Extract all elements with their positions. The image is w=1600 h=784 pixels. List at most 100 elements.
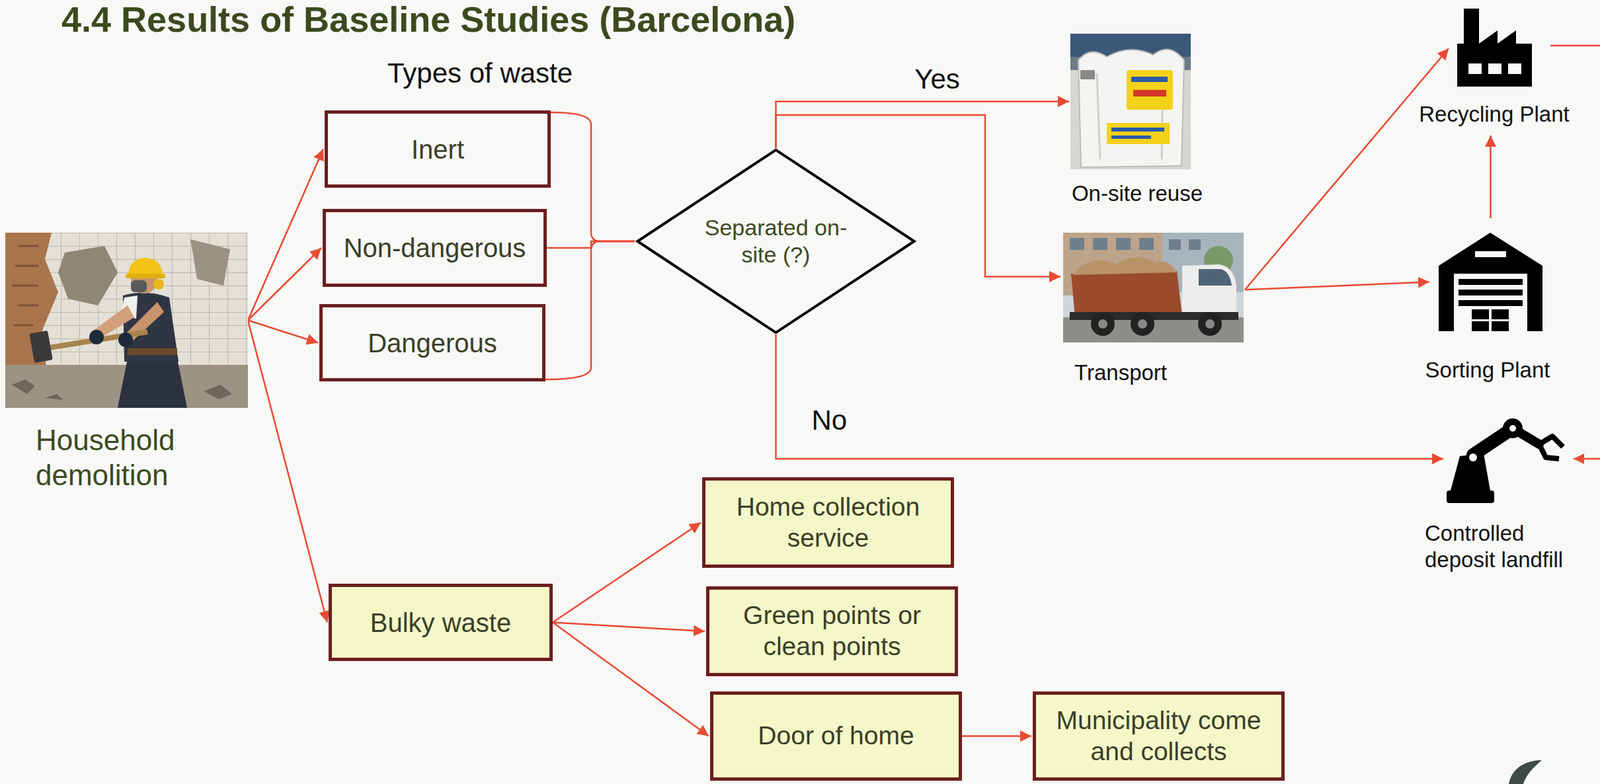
node-label: Sorting Plant — [1401, 357, 1574, 384]
flow-arrow — [247, 320, 319, 344]
facility-icon: Recycling Plant — [1401, 5, 1587, 128]
bulky-waste-box: Bulky waste — [328, 583, 553, 662]
flow-arrow — [1244, 48, 1449, 290]
illustration-part — [1469, 453, 1478, 462]
edge-label: No — [809, 403, 851, 438]
flow-arrow — [552, 622, 705, 633]
node-label: Controlled deposit landfill — [1424, 520, 1584, 573]
illustration-part — [1475, 251, 1507, 258]
illustration-part — [1491, 321, 1509, 332]
flow-arrow — [247, 149, 324, 321]
illustration-part — [1446, 490, 1495, 504]
node-label: Non-dangerous — [343, 232, 527, 264]
illustration-part — [118, 332, 133, 348]
illustration-part — [1198, 269, 1232, 286]
incoming-arrow — [1573, 458, 1600, 461]
warehouse-icon — [1438, 232, 1543, 332]
illustration-part — [127, 348, 178, 356]
demolition-photo — [5, 232, 248, 408]
waste-type-box: Inert — [324, 110, 551, 188]
illustration-part — [1468, 63, 1482, 75]
illustration-part — [1078, 49, 1185, 168]
node-label: Recycling Plant — [1401, 101, 1587, 128]
illustration-part — [1098, 319, 1108, 329]
illustration-part — [1092, 238, 1108, 250]
collection-box: Door of home — [710, 691, 962, 781]
illustration-part — [1509, 425, 1517, 432]
illustration-part — [1133, 89, 1167, 97]
flow-arrow — [550, 112, 635, 242]
illustration-part — [1131, 76, 1168, 82]
illustration-part — [1438, 232, 1543, 332]
collection-box: Home collection service — [702, 477, 955, 568]
illustration-part — [1111, 127, 1165, 132]
edge-label: Yes — [911, 62, 963, 96]
illustration-part — [1188, 239, 1201, 250]
illustration-part — [1457, 8, 1532, 87]
illustration-part — [89, 329, 104, 345]
flow-arrow — [545, 241, 635, 380]
illustration-part — [1450, 453, 1491, 491]
illustration-part — [1130, 312, 1155, 336]
diamond-shape — [637, 150, 914, 333]
collection-box: Green points or clean points — [706, 586, 959, 677]
illustration-part — [1080, 70, 1095, 80]
illustration-part — [1508, 63, 1522, 75]
node-label: Home collection service — [718, 491, 938, 555]
flow-arrow — [1244, 282, 1430, 291]
illustration-part — [1539, 444, 1560, 459]
waste-type-box: Dangerous — [319, 304, 546, 382]
illustration-part — [1069, 238, 1085, 250]
illustration-part — [11, 245, 39, 326]
logo-mark — [1508, 760, 1542, 784]
node-label: On-site reuse — [1054, 180, 1220, 207]
factory-icon — [1453, 5, 1536, 87]
illustration-part — [125, 273, 166, 279]
node-label: Green points or clean points — [722, 600, 942, 663]
illustration-part — [1198, 312, 1222, 336]
illustration-part — [1471, 321, 1489, 332]
illustration-part — [58, 245, 118, 306]
group-heading: Types of waste — [387, 56, 573, 90]
illustration-part — [1072, 257, 1177, 276]
flow-arrow — [552, 622, 709, 737]
diamond-outline — [634, 148, 918, 335]
slide-title: 4.4 Results of Baseline Studies (Barcelo… — [61, 1, 796, 38]
node-label: Bulky waste — [370, 606, 512, 639]
facility-icon: Sorting Plant — [1401, 232, 1574, 384]
flow-arrow — [776, 334, 1444, 459]
illustration-part — [1205, 319, 1215, 329]
truck-photo — [1063, 232, 1244, 343]
destination-photo: On-site reuse — [1054, 33, 1220, 207]
flow-arrow — [247, 320, 328, 623]
flow-arrow — [961, 735, 1032, 738]
illustration-part — [1137, 319, 1148, 329]
node-label: Household demolition — [35, 423, 248, 494]
illustration-part — [1090, 312, 1115, 336]
bag-photo — [1070, 33, 1191, 170]
flow-arrow — [247, 247, 322, 321]
illustration-part — [1106, 122, 1170, 145]
illustration-part — [29, 330, 53, 363]
illustration-part — [153, 279, 164, 290]
flow-arrow — [552, 522, 701, 623]
illustration-part — [1063, 232, 1244, 343]
illustration-part — [1070, 33, 1191, 170]
illustration-part — [190, 239, 231, 286]
source-photo: Household demolition — [5, 232, 257, 494]
illustration-part — [1126, 70, 1173, 110]
node-label: Door of home — [757, 720, 914, 752]
illustration-part — [127, 257, 163, 277]
illustration-part — [5, 232, 248, 408]
illustration-part — [1458, 289, 1523, 296]
node-label: Inert — [411, 133, 465, 166]
flow-arrow — [776, 101, 1070, 149]
node-label: Dangerous — [367, 327, 498, 360]
node-label: Separated on-site (?) — [700, 214, 853, 269]
outgoing-line — [1550, 44, 1600, 47]
transport-photo: Transport — [1063, 232, 1244, 387]
illustration-part — [31, 232, 248, 365]
illustration-part — [1071, 271, 1183, 318]
decision-diamond: Separated on-site (?) — [634, 148, 918, 335]
